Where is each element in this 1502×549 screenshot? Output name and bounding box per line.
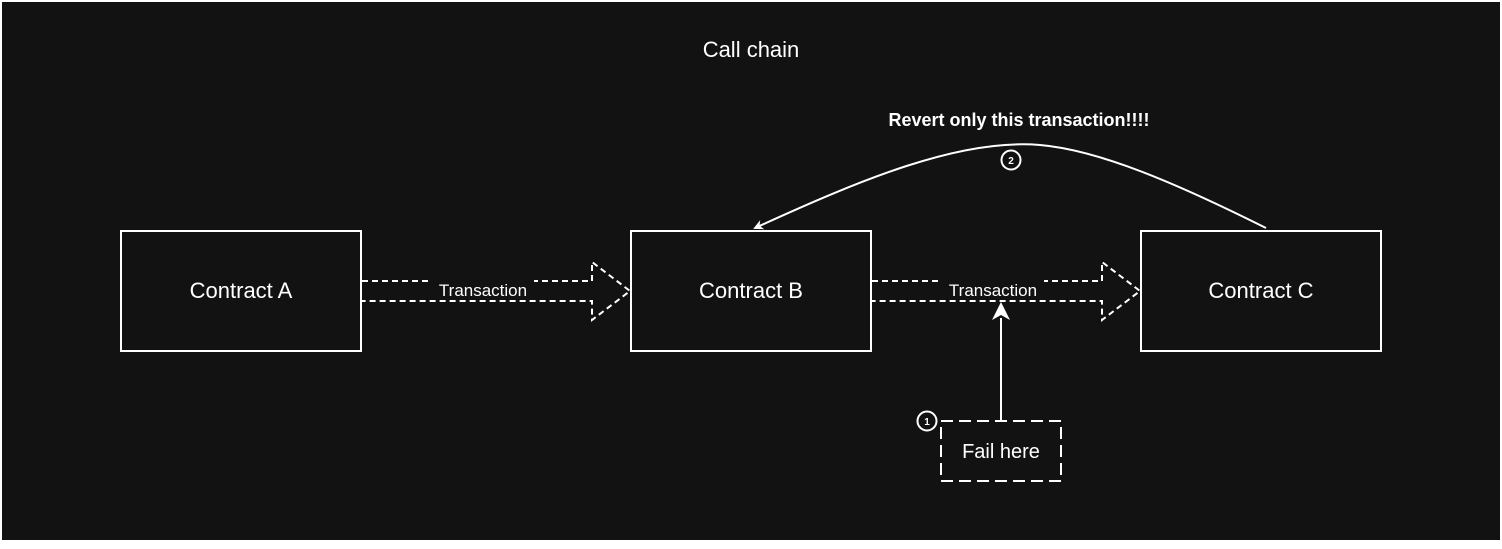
- node-contract-a: Contract A: [120, 230, 362, 352]
- edge-b-to-c-shape: [872, 259, 1142, 323]
- edge-a-to-b-label: Transaction: [439, 281, 527, 300]
- step-1-badge: 1: [916, 410, 938, 432]
- edge-b-to-c-label-bg: [942, 280, 1044, 300]
- node-contract-c-label: Contract C: [1208, 278, 1313, 303]
- edge-a-to-b-shape: [362, 259, 632, 323]
- node-contract-c: Contract C: [1140, 230, 1382, 352]
- edge-a-to-b: Transaction: [362, 259, 632, 323]
- edge-b-to-c: Transaction: [872, 259, 1142, 323]
- step-2-badge: 2: [1000, 149, 1022, 171]
- fail-label: Fail here: [962, 441, 1040, 463]
- step-1-label: 1: [924, 417, 930, 428]
- step-2-label: 2: [1008, 156, 1014, 167]
- edge-revert: Revert only this transaction!!!! 2: [753, 110, 1267, 230]
- revert-label: Revert only this transaction!!!!: [888, 110, 1149, 130]
- node-contract-b-label: Contract B: [699, 278, 803, 303]
- revert-curve: [753, 143, 1267, 230]
- node-contract-b: Contract B: [630, 230, 872, 352]
- fail-box: [940, 420, 1062, 482]
- fail-pointer-arrowhead: [992, 302, 1010, 320]
- node-contract-a-label: Contract A: [190, 278, 293, 303]
- diagram-title: Call chain: [703, 37, 800, 62]
- edge-a-to-b-label-bg: [432, 280, 534, 300]
- node-fail-here: Fail here 1: [916, 302, 1062, 482]
- edge-b-to-c-label: Transaction: [949, 281, 1037, 300]
